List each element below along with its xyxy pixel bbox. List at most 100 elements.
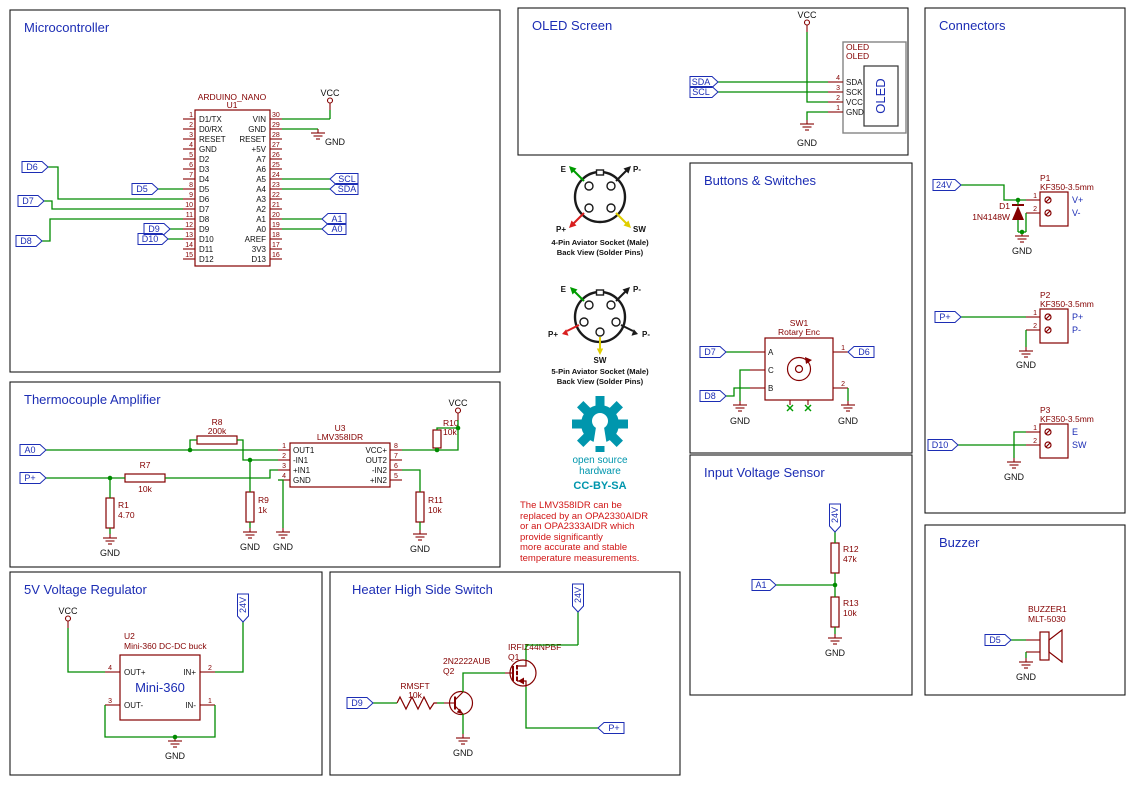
regulator-gnd[interactable]: GND	[165, 737, 186, 761]
connector-p1[interactable]: P1 KF350-3.5mm 12 V+ V-	[1026, 173, 1094, 227]
buzzer-gnd[interactable]: GND	[1016, 658, 1037, 682]
net-label-d8-buttons[interactable]: D8	[699, 390, 727, 402]
mcu-gnd[interactable]: GND	[311, 129, 346, 147]
resistor-r10[interactable]: R10 10k	[432, 418, 459, 449]
net-label-scl-oled[interactable]: SCL	[689, 86, 719, 98]
buttons-gnd-right[interactable]: GND	[838, 401, 859, 426]
net-label-24v-regulator[interactable]: 24V	[237, 593, 249, 623]
pin-name: A0	[256, 225, 266, 234]
net-label-a0[interactable]: A0	[321, 223, 347, 235]
pin-name: D12	[199, 255, 214, 264]
connector-p3[interactable]: P3 KF350-3.5mm 12 E SW	[1026, 405, 1094, 459]
net-label-a1-sensor[interactable]: A1	[751, 579, 777, 591]
connector-p2[interactable]: P2 KF350-3.5mm 12 P+ P-	[1026, 290, 1094, 344]
thermo-gnd-r11[interactable]: GND	[410, 530, 431, 554]
pin-number: 5	[394, 473, 398, 480]
net-label-a0-thermo[interactable]: A0	[19, 444, 47, 456]
net-label-pplus-thermo[interactable]: P+	[19, 472, 47, 484]
global-label-shape	[143, 223, 171, 235]
net-label-d6[interactable]: D6	[21, 161, 49, 173]
oled-vcc[interactable]: VCC	[797, 10, 817, 32]
thermo-gnd-r9[interactable]: GND	[240, 528, 261, 552]
buzzer-symbol[interactable]: BUZZER1 MLT-5030	[1026, 604, 1067, 664]
regulator-vcc[interactable]: VCC	[58, 606, 78, 628]
mcu-vcc[interactable]: VCC	[320, 88, 340, 110]
connectors-wires[interactable]	[958, 184, 1027, 458]
net-label-d9-heater[interactable]: D9	[346, 697, 374, 709]
net-label-text: SDA	[338, 184, 357, 194]
sensor-gnd[interactable]: GND	[825, 634, 846, 658]
net-label-d5[interactable]: D5	[131, 183, 159, 195]
transistor-q2[interactable]: 2N2222AUB Q2	[443, 656, 491, 716]
pin-name: -IN2	[372, 466, 388, 475]
buttons-gnd-left[interactable]: GND	[730, 401, 751, 426]
opamp-body	[289, 442, 391, 488]
net-label-pplus-heater[interactable]: P+	[597, 722, 625, 734]
net-label-scl[interactable]: SCL	[329, 173, 359, 185]
diode-d1[interactable]: D1 1N4148W	[972, 201, 1024, 222]
p2-gnd[interactable]: GND	[1016, 347, 1037, 370]
thermo-gnd-u3[interactable]: GND	[273, 528, 294, 552]
resistor-r9[interactable]: R9 1k	[245, 491, 269, 523]
sensor-wires[interactable]	[776, 532, 836, 634]
resistor-r12[interactable]: R12 47k	[830, 542, 859, 574]
p1-gnd[interactable]: GND	[1012, 232, 1033, 256]
resistor-r11[interactable]: R11 10k	[415, 491, 443, 523]
buzzer-wires[interactable]	[1011, 639, 1027, 658]
component-value: MLT-5030	[1028, 614, 1066, 624]
resistor-r8[interactable]: R8 200k	[196, 417, 238, 445]
heater-gnd[interactable]: GND	[453, 734, 474, 758]
net-label-d10[interactable]: D10	[137, 233, 169, 245]
thermo-gnd-r1[interactable]: GND	[100, 534, 121, 558]
net-label-text: P+	[24, 473, 35, 483]
pin-name: D6	[199, 195, 210, 204]
resistor-r13[interactable]: R13 10k	[830, 596, 859, 628]
resistor-body	[245, 491, 255, 523]
component-ref: R12	[843, 544, 859, 554]
net-label-d7[interactable]: D7	[17, 195, 45, 207]
heater-wires[interactable]	[373, 612, 598, 734]
net-label-sda[interactable]: SDA	[329, 183, 359, 195]
socket-pin	[606, 300, 616, 310]
mosfet-q1[interactable]: IRFIZ44NPBF Q1	[505, 642, 561, 687]
oled-wires[interactable]	[718, 32, 828, 120]
buttons-wires[interactable]	[726, 351, 849, 401]
resistor-rmsft[interactable]: RMSFT 10k	[396, 681, 437, 711]
net-label-24v-sensor[interactable]: 24V	[829, 503, 841, 533]
resistor-r7[interactable]: R7 10k	[124, 460, 166, 494]
rotary-encoder-sw1[interactable]: SW1 Rotary Enc ACB 12	[750, 318, 848, 412]
pin-number: 23	[272, 182, 280, 189]
regulator-wires[interactable]	[67, 622, 244, 738]
thermo-wires[interactable]	[46, 420, 459, 534]
pin-name: OUT2	[366, 456, 388, 465]
net-label-d5-buzzer[interactable]: D5	[984, 634, 1012, 646]
section-title-buzzer: Buzzer	[939, 535, 980, 550]
net-label-pminus: P-	[1072, 325, 1081, 335]
no-connect-cross	[786, 404, 794, 412]
arrowhead-sw	[623, 220, 631, 228]
mcu-wires[interactable]	[42, 110, 331, 242]
pin-number: 2	[282, 453, 286, 460]
resistor-r1[interactable]: R1 4.70	[105, 497, 135, 529]
net-label-a1[interactable]: A1	[321, 213, 347, 225]
pin-name: SCK	[846, 88, 863, 97]
net-label-sda-oled[interactable]: SDA	[689, 76, 719, 88]
encoder-shaft	[794, 364, 804, 374]
net-label-d8[interactable]: D8	[15, 235, 43, 247]
p3-gnd[interactable]: GND	[1004, 458, 1025, 482]
oled-gnd[interactable]: GND	[797, 120, 818, 148]
net-label-d10-connectors[interactable]: D10	[927, 439, 959, 451]
net-label-d6-buttons[interactable]: D6	[847, 346, 875, 358]
net-label-text: SCL	[692, 87, 710, 97]
net-label-pplus-connectors[interactable]: P+	[934, 311, 962, 323]
net-label-24v-connectors[interactable]: 24V	[932, 179, 962, 191]
net-label-d9[interactable]: D9	[143, 223, 171, 235]
net-label-24v-heater[interactable]: 24V	[572, 583, 584, 613]
net-label-d7-buttons[interactable]: D7	[699, 346, 727, 358]
thermo-vcc[interactable]: VCC	[448, 398, 468, 420]
